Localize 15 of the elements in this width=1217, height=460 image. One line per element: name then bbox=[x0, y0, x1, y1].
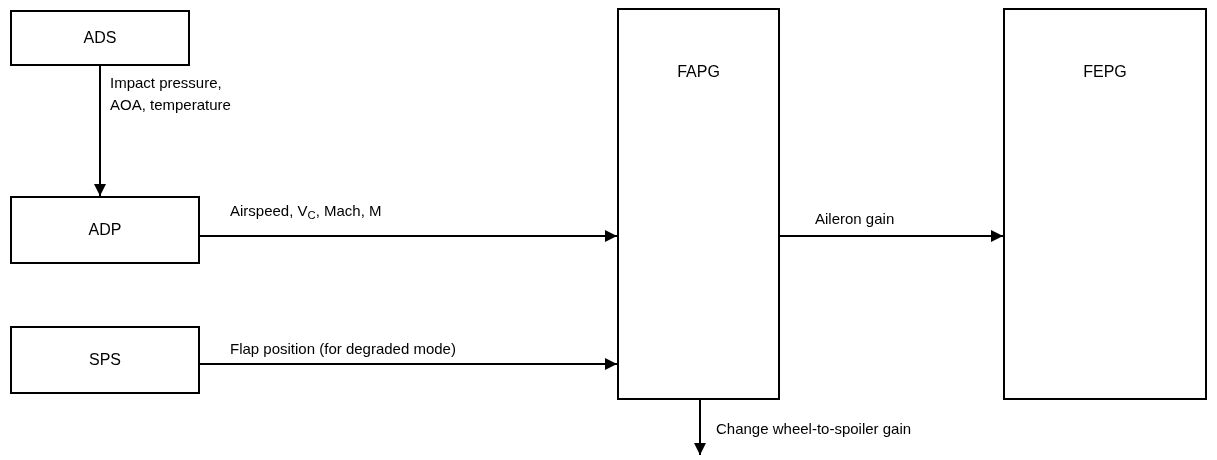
process-box bbox=[10, 10, 190, 66]
box-label: FAPG bbox=[677, 62, 720, 82]
box-label: ADS bbox=[83, 28, 117, 48]
box-label: FEPG bbox=[1083, 62, 1127, 82]
process-box bbox=[10, 196, 200, 264]
arrow bbox=[199, 358, 618, 370]
arrow bbox=[94, 65, 106, 197]
process-box bbox=[617, 8, 780, 400]
arrow bbox=[694, 399, 706, 456]
box-label: SPS bbox=[89, 350, 121, 370]
box-label: ADP bbox=[88, 220, 122, 240]
process-box bbox=[10, 326, 200, 394]
arrow bbox=[779, 230, 1004, 242]
process-box bbox=[1003, 8, 1207, 400]
arrow bbox=[199, 230, 618, 242]
